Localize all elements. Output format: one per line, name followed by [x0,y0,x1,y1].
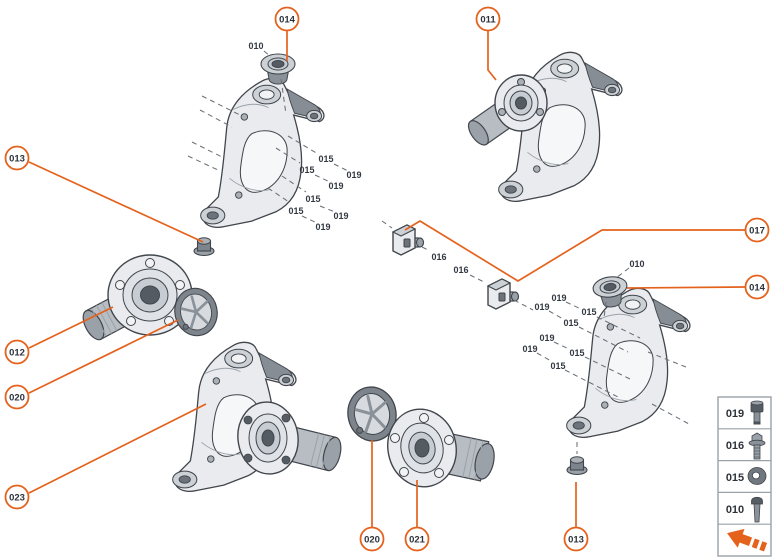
svg-text:013: 013 [9,154,25,165]
svg-text:020: 020 [9,393,25,404]
steering-knuckle-top-left[interactable] [199,77,325,229]
speed-sensor-2[interactable] [487,278,520,310]
wheel-hub-bottom[interactable] [381,403,498,493]
parts-layer [79,51,691,493]
fastener-legend: 019 016 015 [717,396,772,557]
callout-023[interactable]: 023 [4,484,30,510]
fastener-label-019: 019 [315,222,330,232]
callout-013-left[interactable]: 013 [4,145,30,171]
svg-text:021: 021 [409,535,426,546]
fastener-label-019: 019 [539,333,554,343]
fastener-label-015: 015 [299,165,314,175]
legend-row-010[interactable]: 010 [726,496,763,523]
callout-021[interactable]: 021 [404,526,430,552]
fastener-label-019: 019 [534,302,549,312]
svg-text:014: 014 [749,283,766,294]
callout-badges: 014 011 013 012 020 023 017 014 [4,6,770,552]
svg-text:012: 012 [9,348,25,359]
fastener-label-010: 010 [629,259,644,269]
callout-020-bottom[interactable]: 020 [359,526,385,552]
collar-nut-bottom[interactable] [566,456,588,476]
svg-text:014: 014 [279,15,296,26]
collar-nut-left[interactable] [193,237,215,257]
fastener-label-019: 019 [551,293,566,303]
steering-knuckle-assembly-top-right[interactable] [465,51,623,203]
callout-011[interactable]: 011 [475,6,501,32]
callout-017[interactable]: 017 [744,217,770,243]
callout-leader-lines [28,31,746,527]
fastener-label-010: 010 [248,41,263,51]
svg-text:013: 013 [568,535,584,546]
legend-row-direction[interactable] [724,524,769,557]
svg-text:016: 016 [726,440,744,452]
callout-020-left[interactable]: 020 [4,384,30,410]
legend-row-016[interactable]: 016 [726,432,766,460]
steering-knuckle-assembly-bottom-center[interactable] [171,341,344,493]
wheel-bearing-on-knuckle [467,74,548,146]
legend-row-019[interactable]: 019 [726,400,764,425]
svg-text:010: 010 [726,504,744,516]
speed-sensor-1[interactable] [392,224,425,256]
fastener-label-019: 019 [346,170,361,180]
fastener-label-016: 016 [431,252,446,262]
svg-text:023: 023 [9,493,25,504]
callout-012[interactable]: 012 [4,339,30,365]
fastener-label-015: 015 [563,318,578,328]
washer-icon [747,467,767,485]
callout-014-right[interactable]: 014 [744,274,770,300]
fastener-label-015: 015 [318,154,333,164]
wheel-hub-on-knuckle [237,401,342,475]
fastener-label-015: 015 [569,348,584,358]
flange-bolt-icon [748,432,766,460]
direction-arrow-icon [727,528,768,552]
svg-text:019: 019 [726,408,744,420]
svg-text:011: 011 [480,15,496,26]
fastener-label-016: 016 [453,265,468,275]
fastener-label-019: 019 [328,181,343,191]
callout-013-bottom[interactable]: 013 [563,526,589,552]
dashed-leader-lines [187,50,690,454]
wheel-bearing-housing-left[interactable] [79,254,193,343]
fastener-label-019: 019 [522,344,537,354]
fastener-label-015: 015 [581,307,596,317]
socket-head-bolt-icon [750,400,764,425]
legend-row-015[interactable]: 015 [726,467,767,485]
fastener-label-015: 015 [288,206,303,216]
svg-text:015: 015 [726,472,744,484]
fastener-label-019: 019 [333,211,348,221]
svg-text:017: 017 [749,226,765,237]
round-head-screw-icon [751,496,763,523]
callout-014-top[interactable]: 014 [274,6,300,32]
fastener-label-015: 015 [550,361,565,371]
fastener-label-015: 015 [305,194,320,204]
fastener-labels: 010 015 019 015 019 015 019 015 019 016 … [248,41,644,371]
svg-text:020: 020 [364,535,380,546]
